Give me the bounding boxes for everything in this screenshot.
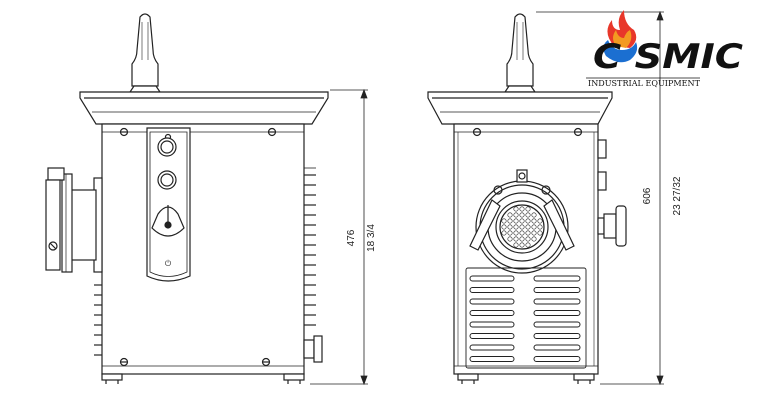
vent-slot bbox=[533, 356, 581, 362]
plate-hole bbox=[519, 206, 525, 212]
cosmic-logo: C SMIC INDUSTRIAL EQUIPMENT bbox=[586, 10, 743, 89]
plate-hole bbox=[525, 206, 531, 212]
grinder-plate bbox=[501, 206, 543, 248]
vent-slot bbox=[533, 321, 581, 328]
side-view: ⏻ bbox=[45, 13, 368, 386]
vent-slot bbox=[469, 321, 515, 328]
plate-hole bbox=[531, 224, 537, 230]
height-in-right: 23 27/32 bbox=[672, 176, 683, 215]
plate-hole bbox=[519, 236, 525, 242]
plate-hole bbox=[507, 212, 513, 218]
flame-icon bbox=[603, 10, 638, 63]
plate-hole bbox=[525, 212, 531, 218]
plate-hole bbox=[513, 212, 519, 218]
side-handle bbox=[128, 13, 162, 93]
plate-hole bbox=[513, 242, 519, 248]
plate-hole bbox=[525, 224, 531, 230]
power-icon: ⏻ bbox=[165, 259, 172, 268]
plate-hole bbox=[513, 224, 519, 230]
plate-hole bbox=[501, 224, 507, 230]
height-mm-left: 476 bbox=[346, 229, 357, 246]
plate-hole bbox=[513, 230, 519, 236]
vent-slot bbox=[469, 287, 515, 293]
vent-slot bbox=[469, 310, 515, 316]
start-button[interactable] bbox=[157, 137, 177, 157]
side-neck bbox=[45, 167, 103, 273]
vent-slot bbox=[469, 275, 515, 282]
front-handle bbox=[503, 13, 537, 93]
plate-hole bbox=[537, 218, 543, 224]
dimension-height-left bbox=[310, 88, 368, 386]
plate-hole bbox=[513, 236, 519, 242]
plate-hole bbox=[531, 236, 537, 242]
plate-hole bbox=[537, 224, 543, 230]
stop-button[interactable] bbox=[157, 170, 177, 190]
grinder-head bbox=[469, 169, 575, 274]
front-handwheel[interactable] bbox=[597, 205, 627, 247]
vent-slot bbox=[469, 344, 515, 351]
plate-hole bbox=[507, 218, 513, 224]
vent-slot bbox=[469, 356, 515, 362]
plate-hole bbox=[519, 230, 525, 236]
plate-hole bbox=[531, 218, 537, 224]
side-fins-right bbox=[304, 170, 316, 330]
plate-hole bbox=[519, 224, 525, 230]
control-panel bbox=[146, 127, 191, 282]
plate-hole bbox=[525, 218, 531, 224]
side-feet bbox=[101, 373, 305, 384]
vent-slot bbox=[533, 298, 581, 305]
plate-hole bbox=[537, 230, 543, 236]
plate-hole bbox=[525, 242, 531, 248]
plate-hole bbox=[507, 224, 513, 230]
plate-hole bbox=[501, 230, 507, 236]
side-fitting bbox=[303, 335, 323, 363]
plate-hole bbox=[531, 230, 537, 236]
side-tray bbox=[79, 91, 329, 125]
plate-hole bbox=[507, 230, 513, 236]
vent-slot bbox=[533, 310, 581, 316]
vent-slot bbox=[533, 287, 581, 293]
vent-panel bbox=[465, 267, 587, 369]
plate-hole bbox=[501, 218, 507, 224]
vent-slot bbox=[533, 344, 581, 351]
front-vents bbox=[469, 275, 581, 362]
front-feet bbox=[457, 373, 595, 384]
height-in-left: 18 3/4 bbox=[366, 224, 377, 252]
height-mm-right: 606 bbox=[642, 187, 653, 204]
vent-slot bbox=[533, 275, 581, 282]
plate-hole bbox=[513, 218, 519, 224]
plate-hole bbox=[525, 236, 531, 242]
front-tray bbox=[427, 91, 613, 125]
plate-hole bbox=[513, 206, 519, 212]
plate-hole bbox=[519, 212, 525, 218]
plate-hole bbox=[525, 230, 531, 236]
plate-hole bbox=[531, 212, 537, 218]
plate-hole bbox=[507, 236, 513, 242]
brand-tagline: INDUSTRIAL EQUIPMENT bbox=[588, 79, 700, 89]
front-view bbox=[427, 10, 664, 386]
brand-name: C SMIC bbox=[593, 37, 743, 77]
side-fins-left bbox=[94, 276, 102, 362]
side-body bbox=[101, 123, 305, 375]
plate-hole bbox=[519, 242, 525, 248]
dimension-height-right bbox=[536, 10, 664, 386]
rotary-switch[interactable] bbox=[151, 205, 185, 237]
vent-slot bbox=[469, 298, 515, 305]
front-side-buttons bbox=[597, 139, 607, 191]
vent-slot bbox=[469, 333, 515, 339]
vent-slot bbox=[533, 333, 581, 339]
plate-hole bbox=[519, 218, 525, 224]
